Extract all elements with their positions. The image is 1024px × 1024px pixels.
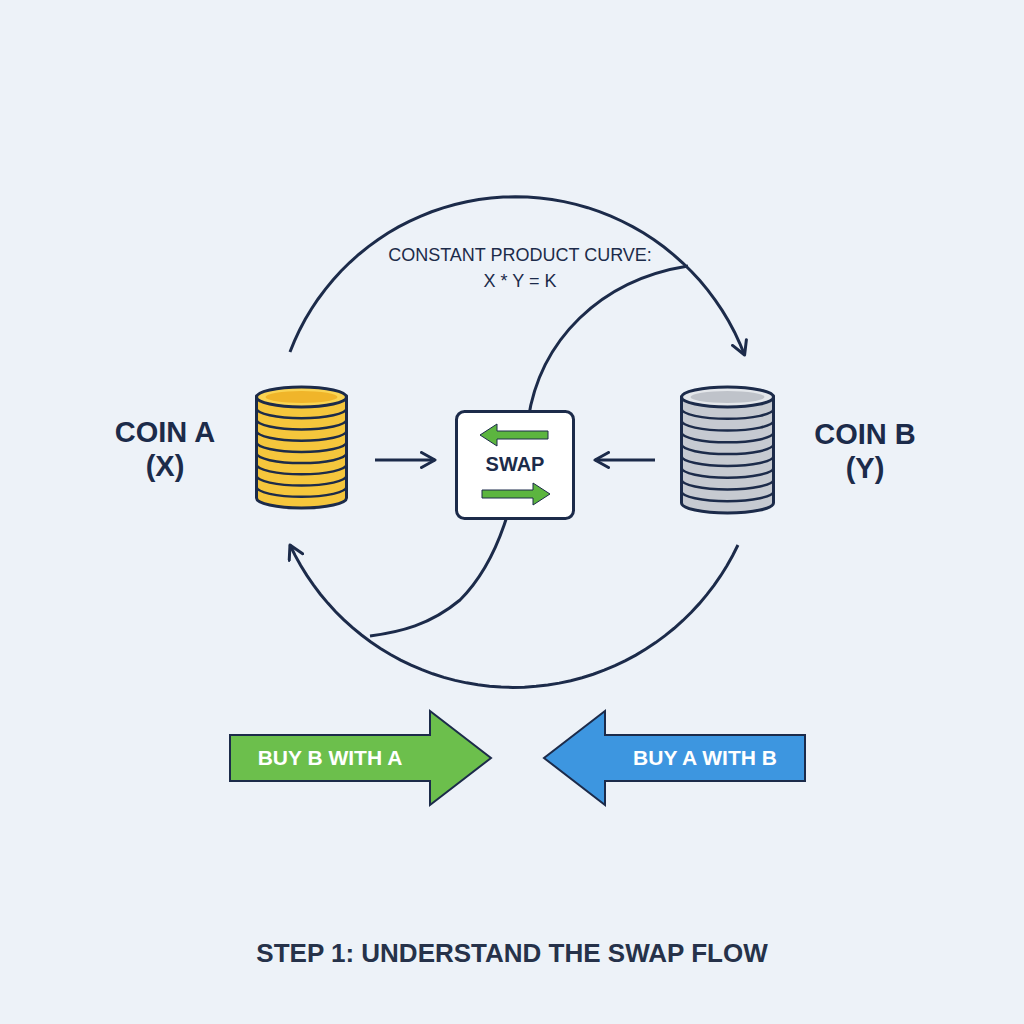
coin-edge <box>257 453 347 463</box>
coin-edge <box>682 444 774 454</box>
coin-edge <box>257 408 347 418</box>
coin-face <box>266 391 338 403</box>
curve-line <box>370 266 688 636</box>
flow-arrow <box>595 459 655 462</box>
action-arrow: BUY B WITH A <box>230 710 492 806</box>
coin-top <box>682 387 774 407</box>
node-label: BUY A WITH B <box>605 745 805 771</box>
coin-edge <box>682 456 774 466</box>
coin-face <box>691 391 765 403</box>
coin-stack: COIN A (X) <box>255 385 348 510</box>
node-label: COIN B (Y) <box>800 417 930 485</box>
node-label: BUY B WITH A <box>230 745 430 771</box>
coin-stack: COIN B (Y) <box>680 385 775 515</box>
caption: STEP 1: UNDERSTAND THE SWAP FLOW <box>112 938 912 969</box>
node-label: SWAP <box>455 452 575 476</box>
coin-edge <box>257 464 347 474</box>
node-shape <box>255 385 348 510</box>
coin-edge <box>257 487 347 497</box>
arrow-shape <box>544 711 805 805</box>
coin-edge <box>682 479 774 489</box>
coin-edge <box>257 431 347 441</box>
flow-arrow <box>375 459 435 462</box>
coin-edge <box>682 468 774 478</box>
node-shape <box>680 385 775 515</box>
coin-edge <box>682 491 774 501</box>
coin-edge <box>682 421 774 431</box>
coin-body <box>257 397 347 508</box>
coin-edge <box>682 409 774 419</box>
flow-arrow <box>290 197 745 355</box>
coin-edge <box>682 432 774 442</box>
coin-edge <box>257 419 347 429</box>
coin-body <box>682 397 774 513</box>
swap-icon <box>480 424 548 446</box>
action-arrow: BUY A WITH B <box>543 710 805 806</box>
swap-box: SWAP <box>455 410 575 520</box>
flow-arrow <box>290 545 738 687</box>
coin-edge <box>257 442 347 452</box>
arrow-shape <box>230 711 491 805</box>
coin-edge <box>257 476 347 486</box>
coin-top <box>257 387 347 407</box>
curve-label: CONSTANT PRODUCT CURVE: X * Y = K <box>383 242 657 294</box>
swap-icon <box>482 483 550 505</box>
node-label: COIN A (X) <box>100 415 230 483</box>
